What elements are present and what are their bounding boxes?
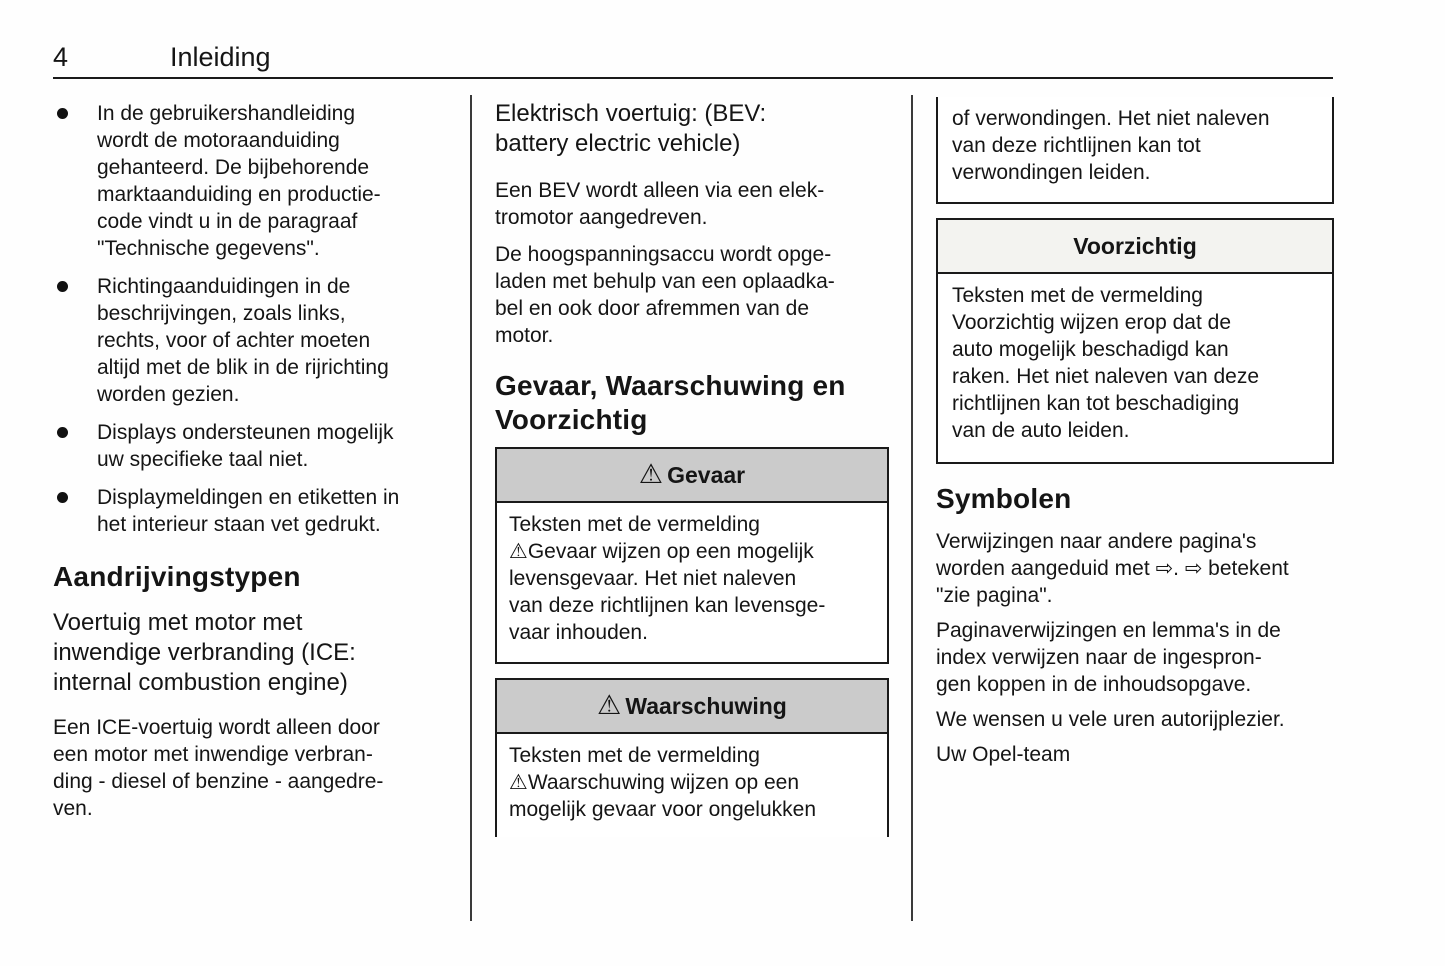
bullet-text: Displays ondersteunen mogelijk uw specif… — [97, 421, 394, 471]
subheading-bev-vehicle: Elektrisch voertuig: (BEV: battery elect… — [495, 100, 767, 157]
bullet-list: In de gebruikershandleiding wordt de mot… — [53, 100, 455, 538]
paragraph-wish: We wensen u vele uren autorijplezier. — [936, 708, 1285, 731]
bullet-text: Richtingaanduidingen in de beschrijvinge… — [97, 275, 389, 406]
caution-box-title: Voorzichtig — [1073, 232, 1197, 259]
content-column-3: of verwondingen. Het niet naleven van de… — [936, 97, 1334, 768]
bullet-icon — [57, 492, 68, 503]
content-column-1: In de gebruikershandleiding wordt de mot… — [53, 100, 455, 822]
warning-box-header: ⚠ Waarschuwing — [497, 680, 887, 734]
paragraph-ice-description: Een ICE-voertuig wordt alleen door een m… — [53, 716, 384, 820]
danger-box-body: Teksten met de vermelding ⚠Gevaar wijzen… — [509, 513, 826, 644]
warning-box-continuation-text: of verwondingen. Het niet naleven van de… — [952, 107, 1270, 184]
warning-triangle-icon: ⚠ — [597, 689, 622, 721]
chapter-title: Inleiding — [170, 42, 271, 72]
bullet-item: Displays ondersteunen mogelijk uw specif… — [53, 419, 455, 473]
danger-box: ⚠ Gevaar Teksten met de vermelding ⚠Geva… — [495, 447, 889, 664]
column-divider-2 — [911, 95, 913, 921]
heading-danger-warning-caution: Gevaar, Waarschuwing en Voorzichtig — [495, 370, 846, 435]
bullet-item: Displaymeldingen en etiketten in het int… — [53, 484, 455, 538]
paragraph-symbols-page-references: Verwijzingen naar andere pagina's worden… — [936, 530, 1289, 607]
bullet-icon — [57, 281, 68, 292]
bullet-item: Richtingaanduidingen in de beschrijvinge… — [53, 273, 455, 408]
paragraph-bev-1: Een BEV wordt alleen via een elek- tromo… — [495, 179, 825, 229]
warning-box-body: Teksten met de vermelding ⚠Waarschuwing … — [509, 744, 817, 821]
heading-symbols: Symbolen — [936, 483, 1072, 514]
caution-box-body: Teksten met de vermelding Voorzichtig wi… — [952, 284, 1260, 442]
warning-box: ⚠ Waarschuwing Teksten met de vermelding… — [495, 678, 889, 837]
caution-box: Voorzichtig Teksten met de vermelding Vo… — [936, 218, 1334, 464]
paragraph-symbols-index: Paginaverwijzingen en lemma's in de inde… — [936, 619, 1281, 696]
bullet-text: Displaymeldingen en etiketten in het int… — [97, 486, 400, 536]
caution-box-header: Voorzichtig — [938, 220, 1332, 274]
page-number: 4 — [53, 42, 69, 72]
bullet-item: In de gebruikershandleiding wordt de mot… — [53, 100, 455, 262]
warning-box-title: Waarschuwing — [625, 692, 787, 719]
paragraph-signature: Uw Opel-team — [936, 743, 1071, 766]
warning-triangle-icon: ⚠ — [638, 458, 664, 490]
warning-box-continuation: of verwondingen. Het niet naleven van de… — [936, 97, 1334, 204]
heading-drive-types: Aandrijvingstypen — [53, 561, 301, 592]
danger-box-header: ⚠ Gevaar — [497, 449, 887, 503]
danger-box-title: Gevaar — [667, 461, 746, 488]
column-divider-1 — [470, 95, 472, 921]
bullet-icon — [57, 108, 68, 119]
subheading-ice-vehicle: Voertuig met motor met inwendige verbran… — [53, 609, 356, 696]
content-column-2: Elektrisch voertuig: (BEV: battery elect… — [495, 99, 889, 837]
header-rule — [53, 77, 1333, 79]
bullet-icon — [57, 427, 68, 438]
paragraph-bev-2: De hoogspanningsaccu wordt opge- laden m… — [495, 243, 835, 347]
bullet-text: In de gebruikershandleiding wordt de mot… — [97, 102, 381, 260]
